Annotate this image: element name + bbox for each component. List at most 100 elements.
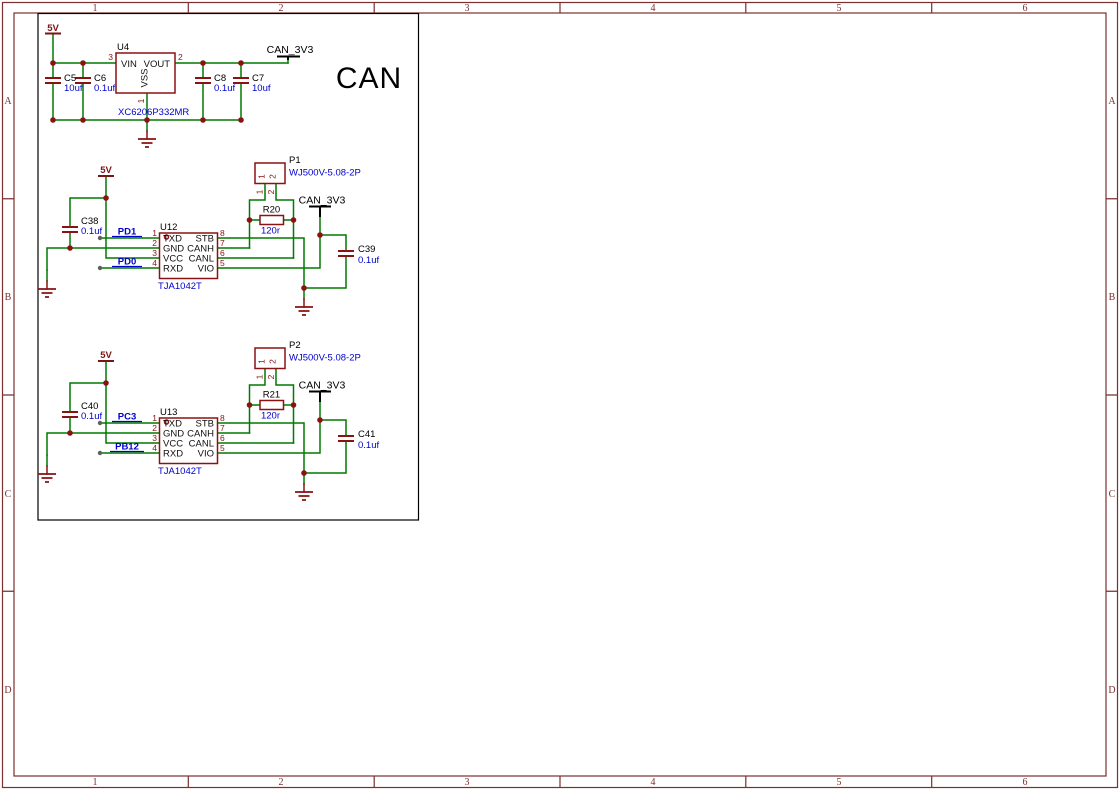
- regulator-circuit[interactable]: U4 VIN VOUT VSS 3 2 1 XC6206P332MR 5V CA…: [45, 23, 314, 148]
- can-transceiver-ic[interactable]: U13 TJA1042T 1 2 3 4 8 7 6 5 TXD GND VCC…: [152, 407, 225, 477]
- ground-symbol[interactable]: [295, 472, 313, 501]
- power-flag-5v[interactable]: 5V: [45, 23, 61, 35]
- can-bus-connector[interactable]: 1 2 1 2 P1 WJ500V-5.08-2P: [254, 155, 361, 194]
- capacitor-c7[interactable]: [233, 77, 249, 84]
- cap-value: 0.1uf: [358, 440, 379, 451]
- regulator-ref: U4: [117, 42, 129, 53]
- power-flag-can3v3[interactable]: CAN_3V3: [267, 44, 314, 60]
- power-flag-5v-label: 5V: [47, 23, 59, 34]
- can-transceiver-ic[interactable]: U12 TJA1042T 1 2 3 4 8 7 6 5 TXD GND VCC…: [152, 222, 225, 292]
- ground-symbol[interactable]: [295, 287, 313, 316]
- cap-value: 0.1uf: [214, 83, 235, 94]
- cap-ref: C39: [358, 244, 375, 255]
- pin-name: VIO: [198, 449, 214, 460]
- net-label-text: PD1: [118, 227, 137, 238]
- ic-body[interactable]: [158, 417, 219, 465]
- frame-row-label: C: [1109, 489, 1116, 500]
- cap-value: 10uf: [64, 83, 83, 94]
- can-bus-connector[interactable]: 1 2 1 2 P2 WJ500V-5.08-2P: [254, 340, 361, 379]
- power-flag-can3v3-bar: [309, 205, 331, 217]
- net-label-rxd[interactable]: PB12: [110, 442, 144, 453]
- ic-part: TJA1042T: [158, 466, 202, 477]
- net-label-text: PC3: [118, 412, 136, 423]
- pin-num: 7: [220, 423, 225, 433]
- cap-ref: C5: [64, 73, 76, 84]
- termination-resistor[interactable]: R20 120r: [259, 205, 285, 237]
- wire-5v-vcc: [105, 360, 161, 444]
- pin-name: RXD: [163, 264, 183, 275]
- frame-col-label: 3: [465, 3, 470, 14]
- regulator-ic-body[interactable]: [115, 52, 176, 94]
- cap-value: 0.1uf: [94, 83, 115, 94]
- frame-col-label: 1: [93, 777, 98, 788]
- pin-name: CANH: [187, 429, 214, 440]
- pin-name: VIO: [198, 264, 214, 275]
- pin-num: 6: [220, 248, 225, 258]
- power-flag-can3v3[interactable]: CAN_3V3: [299, 195, 346, 218]
- sheet-title: CAN: [336, 62, 402, 95]
- pin-num: 4: [152, 258, 157, 268]
- pin-num: 6: [220, 433, 225, 443]
- cap-value: 10uf: [252, 83, 271, 94]
- power-flag-5v[interactable]: 5V: [98, 350, 114, 362]
- resistor-ref: R20: [263, 205, 280, 216]
- capacitor-c5[interactable]: [45, 77, 61, 84]
- resistor-body[interactable]: [259, 399, 285, 411]
- net-label-text: PB12: [115, 442, 139, 453]
- sheet-border: [37, 12, 420, 521]
- frame-col-label: 5: [837, 3, 842, 14]
- wire-stb: [216, 237, 305, 289]
- pin-name: CANH: [187, 244, 214, 255]
- capacitor-vio[interactable]: [338, 250, 354, 257]
- frame-row-label: C: [5, 489, 12, 500]
- can1-wires[interactable]: [46, 175, 347, 289]
- junction-dots: [67, 195, 323, 291]
- connector-pin2-inner: 2: [268, 174, 278, 179]
- resistor-value: 120r: [261, 411, 280, 422]
- net-label-rxd[interactable]: PD0: [112, 257, 142, 268]
- capacitor-vio[interactable]: [338, 435, 354, 442]
- ground-symbol[interactable]: [38, 454, 56, 483]
- frame-right-ticks: [1106, 198, 1118, 592]
- regulator-pin-num-3: 3: [108, 52, 113, 62]
- pin-num: 2: [152, 238, 157, 248]
- power-flag-can3v3-label: CAN_3V3: [267, 44, 314, 56]
- power-flag-5v[interactable]: 5V: [98, 165, 114, 177]
- cap-ref: C6: [94, 73, 106, 84]
- wire-conn-left: [248, 367, 266, 434]
- pin-num: 2: [152, 423, 157, 433]
- wire-3v3-cap: [303, 234, 347, 289]
- connector-part: WJ500V-5.08-2P: [289, 353, 361, 364]
- termination-resistor[interactable]: R21 120r: [259, 390, 285, 422]
- capacitor-bypass[interactable]: [62, 226, 78, 233]
- capacitor-c6[interactable]: [75, 77, 91, 84]
- wire-5v-vcc: [105, 175, 161, 259]
- connector-body[interactable]: [254, 162, 286, 185]
- connector-body[interactable]: [254, 347, 286, 370]
- pin-name: VCC: [163, 254, 183, 265]
- wire-gnd-row: [46, 432, 161, 456]
- connector-pin1-num: 1: [255, 374, 265, 379]
- net-label-txd[interactable]: PD1: [112, 227, 142, 238]
- power-flag-can3v3-bar: [309, 390, 331, 402]
- regulator-pin-vss: VSS: [140, 68, 151, 87]
- ic-ref: U12: [160, 222, 177, 233]
- pin-num: 1: [152, 413, 157, 423]
- power-flag-can3v3[interactable]: CAN_3V3: [299, 380, 346, 403]
- can2-circuit[interactable]: C40 0.1uf C41 0.1uf 5V CAN_3V3 PC3 PB12 …: [38, 340, 379, 501]
- net-label-txd[interactable]: PC3: [112, 412, 142, 423]
- connector-pin2-num: 2: [266, 189, 276, 194]
- capacitor-c8[interactable]: [195, 77, 211, 84]
- can1-circuit[interactable]: C38 0.1uf C39 0.1uf 5V CAN_3V3 PD1 PD0 U…: [38, 155, 379, 316]
- ground-symbol[interactable]: [138, 119, 156, 148]
- capacitor-bypass[interactable]: [62, 411, 78, 418]
- ic-body[interactable]: [158, 232, 219, 280]
- ground-symbol[interactable]: [38, 269, 56, 298]
- frame-row-label: B: [5, 292, 12, 303]
- resistor-body[interactable]: [259, 214, 285, 226]
- frame-inner-border: [13, 12, 1107, 777]
- pin-num: 1: [152, 228, 157, 238]
- pin-name: GND: [163, 429, 184, 440]
